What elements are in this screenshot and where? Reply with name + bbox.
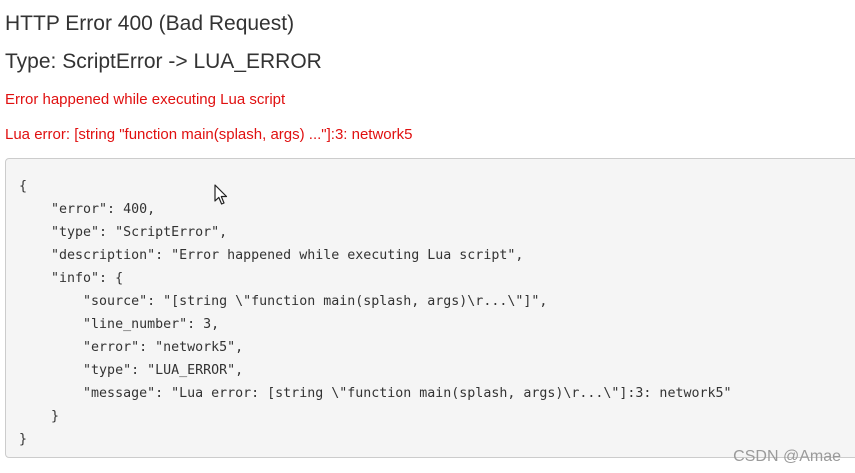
watermark: CSDN @Amae xyxy=(733,448,841,465)
code-line: "error": "network5", xyxy=(19,340,244,355)
code-line: "error": 400, xyxy=(19,202,156,217)
code-line: { xyxy=(19,179,28,194)
code-line: "description": "Error happened while exe… xyxy=(19,248,524,263)
code-line: "message": "Lua error: [string \"functio… xyxy=(19,386,732,401)
code-line: "line_number": 3, xyxy=(19,317,220,332)
mouse-pointer-icon xyxy=(214,184,228,205)
json-response-block: { "error": 400, "type": "ScriptError", "… xyxy=(5,158,855,458)
code-line: } xyxy=(19,409,60,424)
page-title: HTTP Error 400 (Bad Request) xyxy=(5,12,295,35)
error-message: Error happened while executing Lua scrip… xyxy=(5,91,286,108)
code-line: "type": "ScriptError", xyxy=(19,225,228,240)
code-line: "info": { xyxy=(19,271,124,286)
json-code: { "error": 400, "type": "ScriptError", "… xyxy=(19,175,731,451)
code-line: "type": "LUA_ERROR", xyxy=(19,363,244,378)
lua-error-message: Lua error: [string "function main(splash… xyxy=(5,126,413,143)
code-line: "source": "[string \"function main(splas… xyxy=(19,294,548,309)
code-line: } xyxy=(19,432,28,447)
error-type-heading: Type: ScriptError -> LUA_ERROR xyxy=(5,50,322,73)
